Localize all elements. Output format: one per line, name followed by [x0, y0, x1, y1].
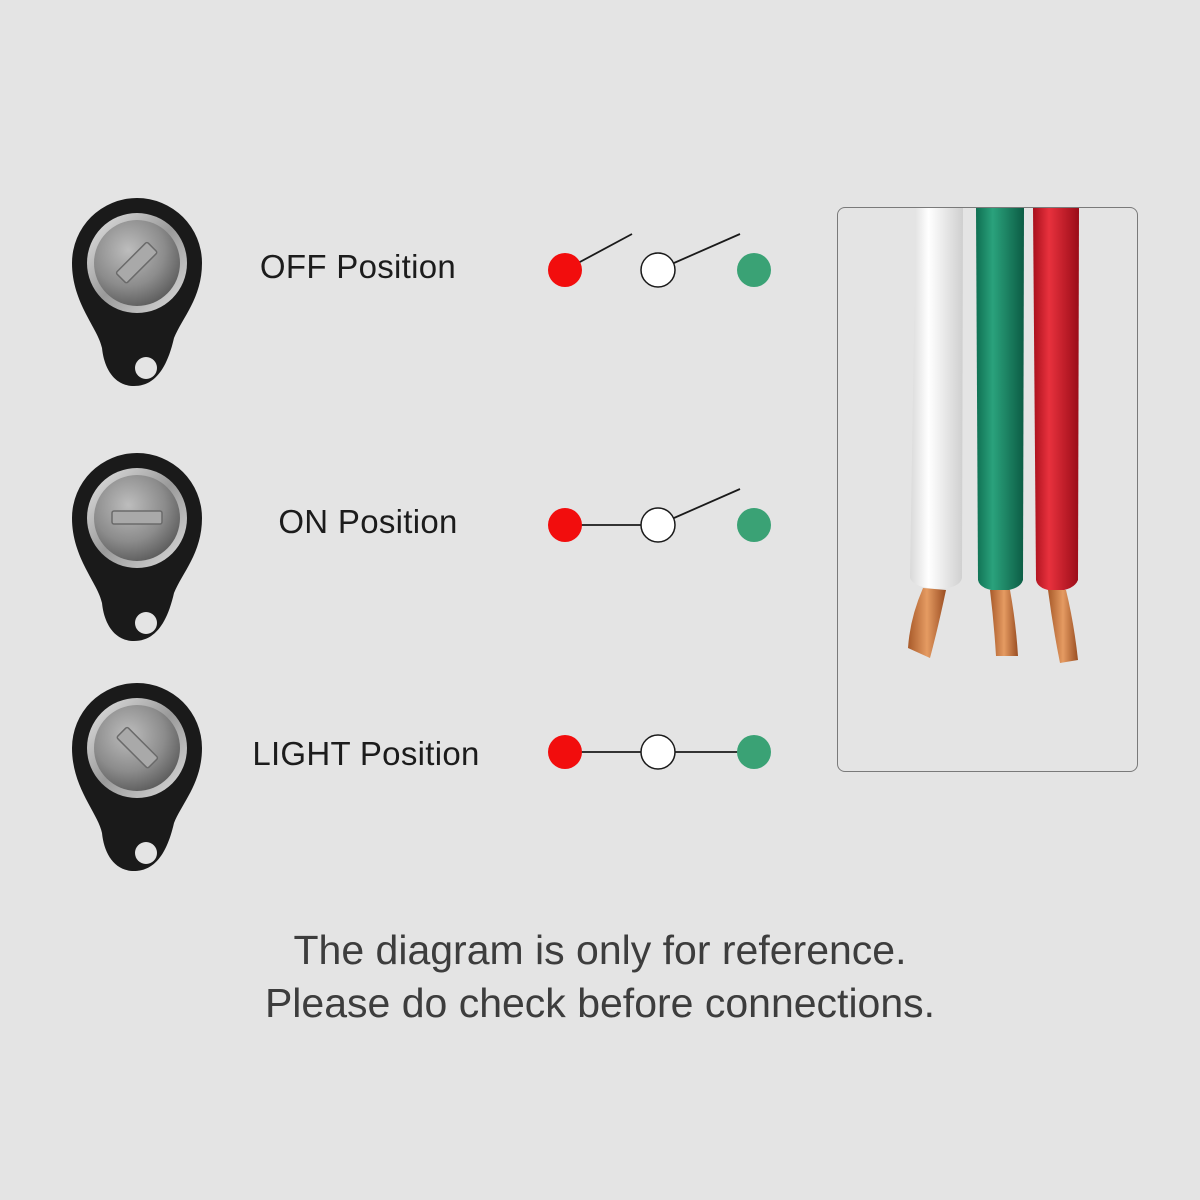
- white-terminal-icon: [640, 507, 676, 543]
- red-terminal-icon: [548, 735, 582, 769]
- green-terminal-icon: [737, 508, 771, 542]
- key-switch-off-icon: [72, 198, 202, 386]
- light-position-label: LIGHT Position: [252, 735, 480, 772]
- off-circuit-diagram: [548, 233, 771, 288]
- position-row-on: ON Position: [0, 425, 820, 641]
- key-switch-light-icon: [72, 683, 202, 871]
- off-position-label: OFF Position: [259, 248, 457, 285]
- white-terminal-icon: [640, 252, 676, 288]
- wire-photo-panel: [837, 207, 1138, 772]
- light-circuit-diagram: [548, 734, 771, 770]
- green-terminal-icon: [737, 735, 771, 769]
- key-switch-on-icon: [72, 453, 202, 641]
- reference-note-line-1: The diagram is only for reference.: [293, 927, 907, 973]
- green-terminal-icon: [737, 253, 771, 287]
- position-row-light: LIGHT Position: [0, 655, 820, 871]
- red-terminal-icon: [548, 508, 582, 542]
- on-circuit-diagram: [548, 488, 771, 543]
- position-row-off: OFF Position: [0, 170, 820, 386]
- reference-note-line-2: Please do check before connections.: [264, 980, 936, 1026]
- white-terminal-icon: [640, 734, 676, 770]
- wires-image: [908, 208, 1079, 663]
- red-terminal-icon: [548, 253, 582, 287]
- on-position-label: ON Position: [278, 503, 458, 540]
